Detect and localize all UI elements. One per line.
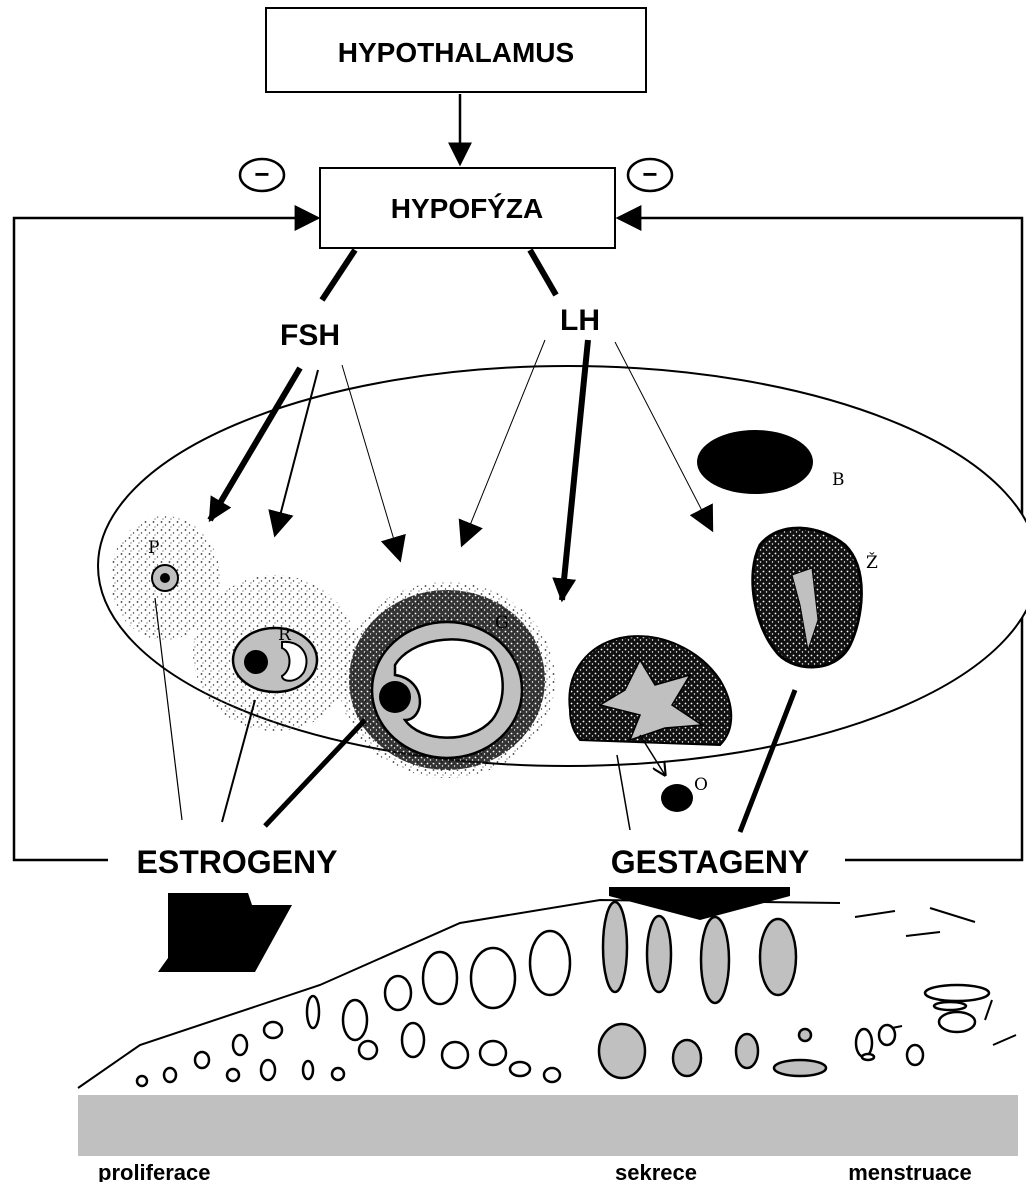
phase-sekrece: sekrece: [615, 1160, 697, 1182]
negative-feedback-right-icon: −: [628, 159, 672, 191]
hypothalamus-box: HYPOTHALAMUS: [266, 8, 646, 92]
ruptured-to-gestagen-line: [617, 755, 630, 830]
estrogeny-label: ESTROGENY: [137, 844, 338, 880]
hypofyza-box: HYPOFÝZA: [320, 168, 615, 248]
corpus-albicans-label: B: [832, 470, 845, 490]
growing-follicle: [193, 575, 357, 731]
hypofyza-label: HYPOFÝZA: [391, 193, 543, 224]
graafian-to-estrogen-line: [265, 720, 365, 826]
basal-layer: [78, 1095, 1018, 1156]
pituitary-to-fsh-line: [322, 250, 355, 300]
gestagen-effect-arrow: [609, 887, 790, 920]
corpus-luteum-label: Ž: [866, 552, 878, 573]
estrogen-effect-arrow: [158, 893, 292, 972]
svg-text:−: −: [254, 159, 269, 189]
hypothalamus-label: HYPOTHALAMUS: [338, 37, 574, 68]
phase-menstruace: menstruace: [848, 1160, 972, 1182]
fsh-label: FSH: [280, 319, 340, 352]
negative-feedback-left-icon: −: [240, 159, 284, 191]
oocyte-label: O: [694, 775, 708, 795]
pituitary-to-lh-line: [530, 250, 556, 295]
phase-proliferace: proliferace: [98, 1160, 211, 1182]
primordial-follicle-label: P: [148, 538, 159, 558]
growing-follicle-label: R: [278, 625, 292, 645]
released-oocyte: [661, 784, 693, 812]
corpus-albicans: [697, 430, 813, 494]
gestageny-label: GESTAGENY: [611, 844, 810, 880]
graafian-follicle-label: G: [495, 613, 509, 633]
svg-text:−: −: [642, 159, 657, 189]
graafian-follicle: [339, 582, 555, 778]
lh-label: LH: [560, 304, 600, 337]
